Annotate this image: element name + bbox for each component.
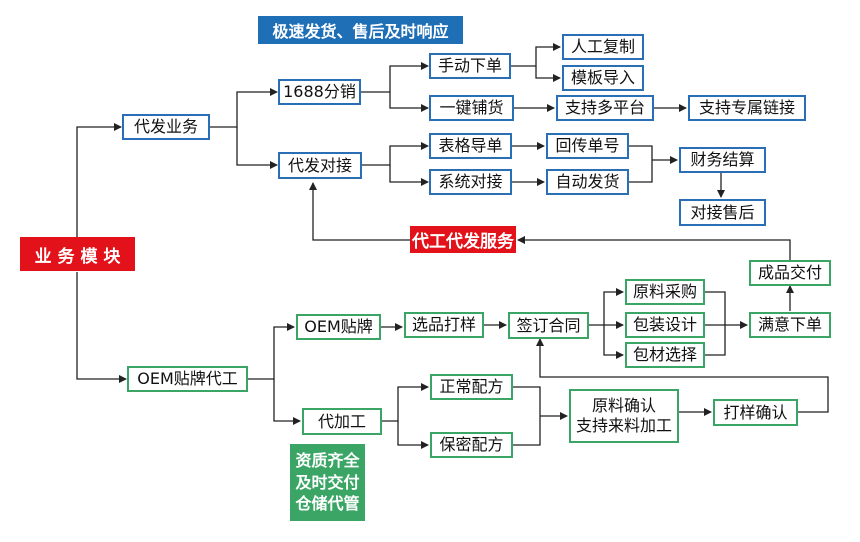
node-daifa-integration: 代发对接 [278,152,362,179]
node-system-integration: 系统对接 [429,169,512,195]
node-contract-processing: 代加工 [302,408,382,435]
node-standard-formula: 正常配方 [430,374,513,400]
node-product-sampling: 选品打样 [404,312,484,338]
node-sign-contract: 签订合同 [508,312,589,339]
node-raw-material-purchase: 原料采购 [625,279,705,305]
node-packaging-selection: 包材选择 [625,342,705,368]
node-template-import: 模板导入 [562,65,644,91]
feature-item: 仓储代管 [295,494,360,514]
node-exclusive-link: 支持专属链接 [688,95,806,121]
node-manual-order: 手动下单 [429,53,511,79]
node-one-click-listing: 一键铺货 [429,95,514,121]
node-oem-label: OEM贴牌 [296,314,381,340]
node-satisfied-order: 满意下单 [749,312,831,338]
node-daifa-business: 代发业务 [122,114,210,140]
node-oem-manufacturing: OEM贴牌代工 [127,366,248,392]
node-financial-settlement: 财务结算 [679,147,766,173]
node-package-design: 包装设计 [625,312,705,338]
node-spreadsheet-import: 表格导单 [429,133,512,159]
feature-item: 及时交付 [295,472,360,492]
speed-banner: 极速发货、售后及时响应 [258,16,463,44]
service-banner: 代工代发服务 [410,226,516,253]
node-manual-copy: 人工复制 [562,34,644,60]
node-auto-shipping: 自动发货 [546,169,629,195]
feature-badge: 资质齐全 及时交付 仓储代管 [290,444,365,521]
material-confirmation-line2: 支持来料加工 [575,416,672,435]
node-sample-confirmation: 打样确认 [713,399,798,426]
material-confirmation-line1: 原料确认 [591,396,656,415]
node-product-delivery: 成品交付 [749,260,831,286]
node-after-sales: 对接售后 [679,199,766,226]
feature-item: 资质齐全 [295,451,360,471]
node-material-confirmation: 原料确认 支持来料加工 [569,389,679,443]
node-multi-platform: 支持多平台 [556,95,654,121]
node-confidential-formula: 保密配方 [430,432,513,458]
node-1688-distribution: 1688分销 [278,79,361,105]
root-module: 业 务 模 块 [20,237,135,271]
node-return-tracking: 回传单号 [546,133,629,159]
